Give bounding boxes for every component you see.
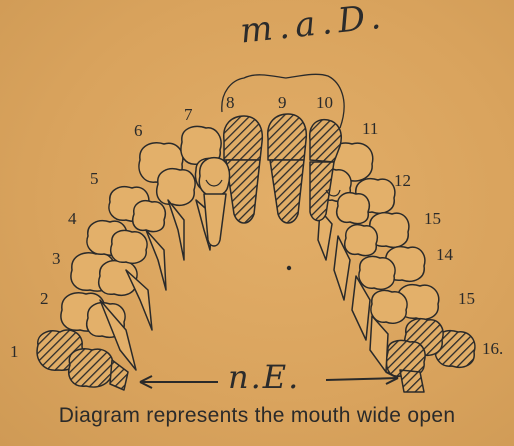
tooth-9-root xyxy=(270,160,304,223)
tooth-number-13: 15 xyxy=(424,210,441,227)
annotation-ne: n.E. xyxy=(228,358,300,396)
tooth-number-14: 14 xyxy=(436,246,453,263)
tooth-number-5: 5 xyxy=(90,170,99,187)
tooth-number-2: 2 xyxy=(40,290,49,307)
tooth-8-root xyxy=(226,160,260,223)
tooth-10-crown xyxy=(310,120,342,162)
tooth-number-3: 3 xyxy=(52,250,61,267)
diagram-caption: Diagram represents the mouth wide open xyxy=(0,404,514,428)
tooth-number-12: 12 xyxy=(394,172,411,189)
tooth-number-16: 16. xyxy=(482,340,503,357)
tooth-number-8: 8 xyxy=(226,94,235,111)
tooth-right-15b xyxy=(371,291,407,324)
tooth-number-4: 4 xyxy=(68,210,77,227)
tooth-number-15: 15 xyxy=(458,290,475,307)
tooth-number-11: 11 xyxy=(362,120,378,137)
tooth-number-1: 1 xyxy=(10,343,19,360)
tooth-number-6: 6 xyxy=(134,122,143,139)
tooth-left-1b xyxy=(69,349,113,387)
tooth-number-9: 9 xyxy=(278,94,287,111)
tooth-right-13b xyxy=(345,225,378,256)
tooth-left-4b xyxy=(111,231,147,264)
tooth-right-12b xyxy=(337,193,370,224)
tooth-9-crown xyxy=(268,114,307,160)
tooth-8-crown xyxy=(224,116,263,160)
tooth-number-10: 10 xyxy=(316,94,333,111)
tooth-number-7: 7 xyxy=(184,106,193,123)
tooth-right-14b xyxy=(359,257,395,290)
tooth-left-5b xyxy=(133,201,166,232)
tooth-left-6b xyxy=(157,169,195,205)
